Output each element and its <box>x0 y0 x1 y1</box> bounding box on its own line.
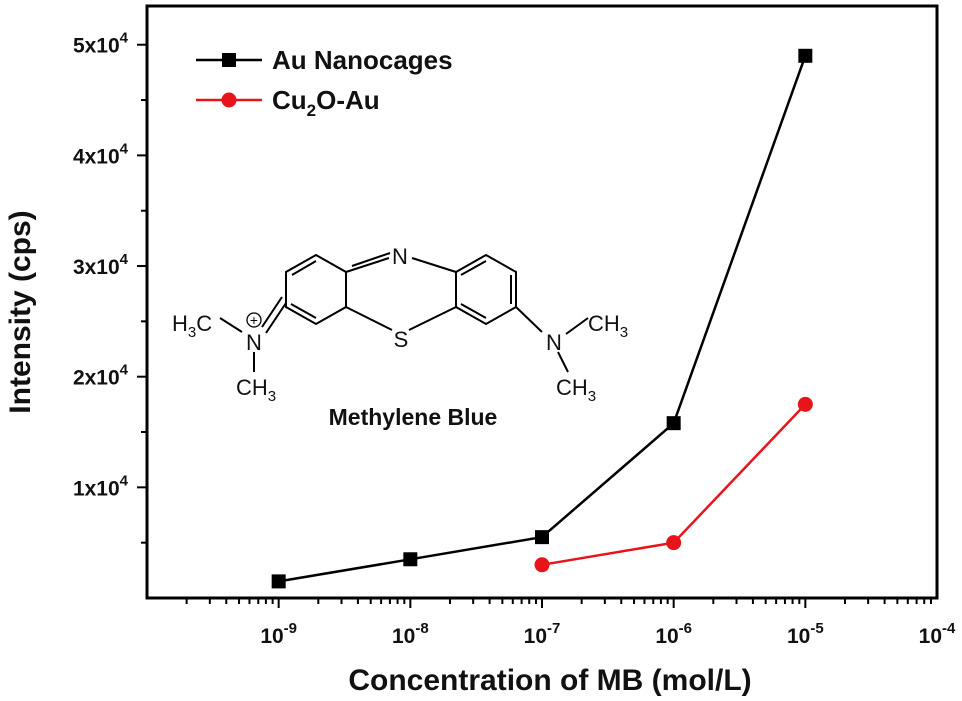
molecule-name: Methylene Blue <box>329 404 498 430</box>
y-axis-title: Intensity (cps) <box>4 210 37 413</box>
x-tick-label: 10-8 <box>392 620 429 648</box>
right-ch3-bottom-label: CH3 <box>556 375 596 405</box>
data-point <box>798 48 813 63</box>
data-point <box>271 574 286 589</box>
data-point <box>535 530 549 545</box>
right-n-atom: N <box>546 330 562 355</box>
data-point <box>534 557 550 573</box>
ring-s-atom: S <box>394 327 409 352</box>
legend-marker-cu2o-au <box>221 92 237 108</box>
methylene-blue-structure <box>219 252 589 373</box>
legend: Au Nanocages Cu2O-Au <box>196 45 453 120</box>
x-tick-label: 10-4 <box>919 620 956 648</box>
plot-frame <box>145 4 939 600</box>
x-tick-label: 10-5 <box>787 620 824 648</box>
x-tick-label: 10-7 <box>524 620 561 648</box>
y-tick-label: 2x104 <box>73 362 129 390</box>
legend-marker-au-nanocages <box>222 53 236 67</box>
left-h3c-label: H3C <box>172 311 212 341</box>
data-point <box>797 396 813 412</box>
x-tick-labels: 10-9 10-8 10-7 10-6 10-5 10-4 <box>260 620 956 648</box>
right-ring <box>455 253 517 326</box>
legend-entry-cu2o-au: Cu2O-Au <box>196 85 380 120</box>
series-0 <box>271 48 813 589</box>
x-tick-label: 10-6 <box>655 620 692 648</box>
methylene-blue-labels: N S H3C N + CH3 N CH3 CH3 Methylene Blue <box>172 244 628 430</box>
central-ring-double-bond <box>351 252 391 267</box>
y-tick-label: 3x104 <box>73 251 129 279</box>
legend-label-cu2o-au: Cu2O-Au <box>272 85 380 120</box>
left-ch3-label: CH3 <box>236 375 276 405</box>
series-layer <box>271 48 813 589</box>
left-methyl-bonds <box>219 317 255 372</box>
positive-charge-sign: + <box>250 312 258 328</box>
x-tick-label: 10-9 <box>260 620 297 648</box>
data-point <box>403 552 418 567</box>
y-tick-label: 5x104 <box>73 30 129 58</box>
y-tick-labels: 1x104 2x104 3x104 4x104 5x104 <box>73 30 129 501</box>
right-ch3-top-label: CH3 <box>588 311 628 341</box>
series-1 <box>534 396 813 573</box>
data-point <box>666 416 681 431</box>
left-exocyclic-double-bond <box>261 296 287 334</box>
y-tick-label: 1x104 <box>73 472 129 500</box>
positive-charge-circle <box>246 312 262 328</box>
left-n-atom: N <box>246 330 262 355</box>
x-axis-title: Concentration of MB (mol/L) <box>348 664 751 697</box>
y-tick-label: 4x104 <box>73 140 129 168</box>
data-point <box>666 535 682 551</box>
ring-n-atom: N <box>392 244 408 269</box>
right-amine-bonds <box>515 306 589 373</box>
left-ring-inner-bonds <box>290 260 317 319</box>
legend-entry-au-nanocages: Au Nanocages <box>196 45 453 75</box>
right-ring-inner-bonds <box>460 260 512 319</box>
left-ring <box>285 253 347 326</box>
legend-label-au-nanocages: Au Nanocages <box>272 45 453 75</box>
central-ring-bonds <box>345 257 457 331</box>
series-line-0 <box>278 55 807 583</box>
